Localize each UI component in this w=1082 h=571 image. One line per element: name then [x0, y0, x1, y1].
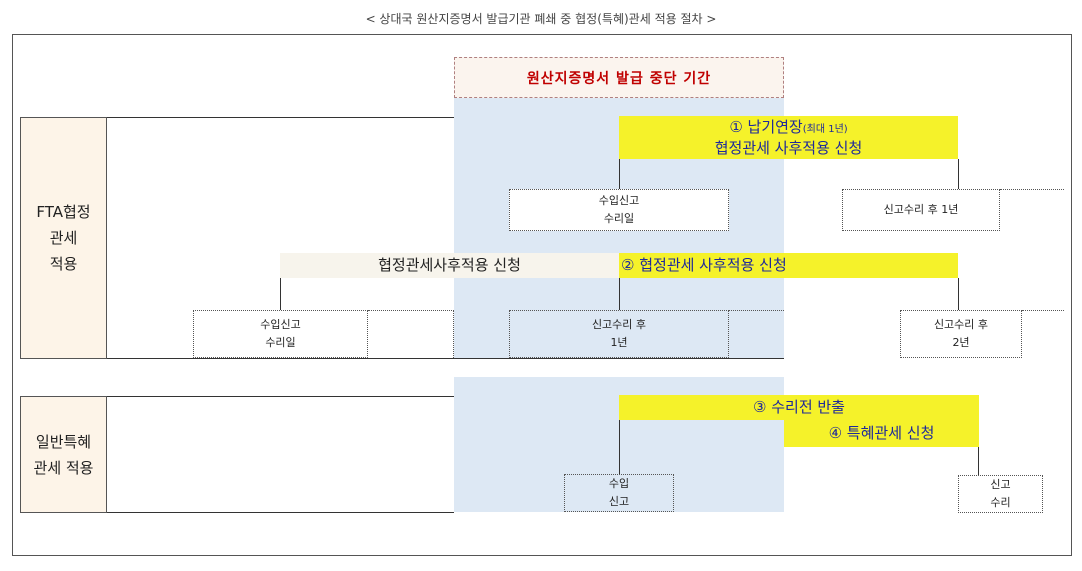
box-text: 신고수리 후 1년 [883, 203, 959, 216]
general-label-line2: 관세 적용 [33, 458, 94, 477]
box-import-acceptance-date-1: 수입신고 수리일 [509, 189, 729, 231]
connector-n1-left [619, 159, 620, 189]
box-text: 수입신고 [260, 318, 301, 331]
connector-post-left [280, 278, 281, 310]
fta-top-line [107, 117, 454, 118]
connector-n1-right [958, 159, 959, 189]
box-text: 신고 [990, 478, 1011, 491]
box-after-acceptance-1yr-1: 신고수리 후 1년 [842, 189, 1000, 231]
general-section-label: 일반특혜 관세 적용 [20, 396, 107, 513]
box-extension-line-2 [1022, 310, 1064, 311]
connector-post-right [958, 278, 959, 310]
note-fta-post-application: ② 협정관세 사후적용 신청 [619, 253, 958, 278]
note-release-before-acceptance: ③ 수리전 반출 [619, 395, 979, 420]
fta-label-line2: 관세 [49, 229, 78, 247]
general-label-line1: 일반특혜 [35, 432, 92, 451]
note1-line2: 협정관세 사후적용 신청 [714, 138, 863, 157]
box-text: 1년 [610, 336, 628, 349]
box-declaration-acceptance: 신고 수리 [958, 475, 1043, 513]
note-text: ③ 수리전 반출 [753, 398, 845, 416]
note-preferential-tariff-application: ④ 특혜관세 신청 [784, 420, 979, 447]
box-text: 수입신고 [598, 194, 640, 207]
note-text: ② 협정관세 사후적용 신청 [621, 256, 787, 274]
box-text: 신고수리 후 [591, 318, 647, 331]
box-import-acceptance-date-2: 수입신고 수리일 [193, 310, 368, 358]
box-text: 2년 [952, 336, 970, 349]
note-text: ④ 특혜관세 신청 [828, 424, 935, 442]
halt-period-title: 원산지증명서 발급 중단 기간 [454, 57, 784, 98]
fta-section-label: FTA협정 관세 적용 [20, 117, 107, 359]
note1-prefix: ① 납기연장 [729, 117, 803, 136]
diagram-caption: < 상대국 원산지증명서 발급기관 폐쇄 중 협정(특혜)관세 적용 절차 > [365, 12, 717, 26]
connector-post-mid [619, 278, 620, 310]
box-after-acceptance-1yr-2: 신고수리 후 1년 [509, 310, 729, 358]
box-spacer-2 [368, 310, 454, 358]
connector-n3-left [619, 420, 620, 474]
box-import-declaration: 수입 신고 [564, 474, 674, 512]
connector-n4-right [978, 447, 979, 475]
box-extension-line [1000, 189, 1064, 190]
box-text: 수리일 [265, 336, 296, 349]
fta-bottom-line [107, 358, 784, 359]
general-top-line [107, 396, 454, 397]
box-text: 수리 [990, 496, 1011, 509]
note-post-application: 협정관세사후적용 신청 [280, 253, 619, 278]
box-after-acceptance-2yr: 신고수리 후 2년 [900, 310, 1022, 358]
note-text: 협정관세사후적용 신청 [378, 256, 521, 274]
fta-label-line1: FTA협정 [36, 203, 91, 221]
note1-small: (최대 1년) [802, 123, 848, 135]
box-spacer-3 [729, 310, 784, 358]
note-deadline-extension: ① 납기연장(최대 1년) 협정관세 사후적용 신청 [619, 116, 958, 159]
box-text: 신고 [608, 495, 630, 508]
box-text: 수입 [608, 477, 630, 490]
fta-label-line3: 적용 [49, 255, 78, 273]
box-text: 수리일 [603, 212, 635, 225]
general-bottom-line [107, 512, 454, 513]
box-text: 신고수리 후 [933, 318, 989, 331]
diagram-frame [12, 34, 1072, 556]
